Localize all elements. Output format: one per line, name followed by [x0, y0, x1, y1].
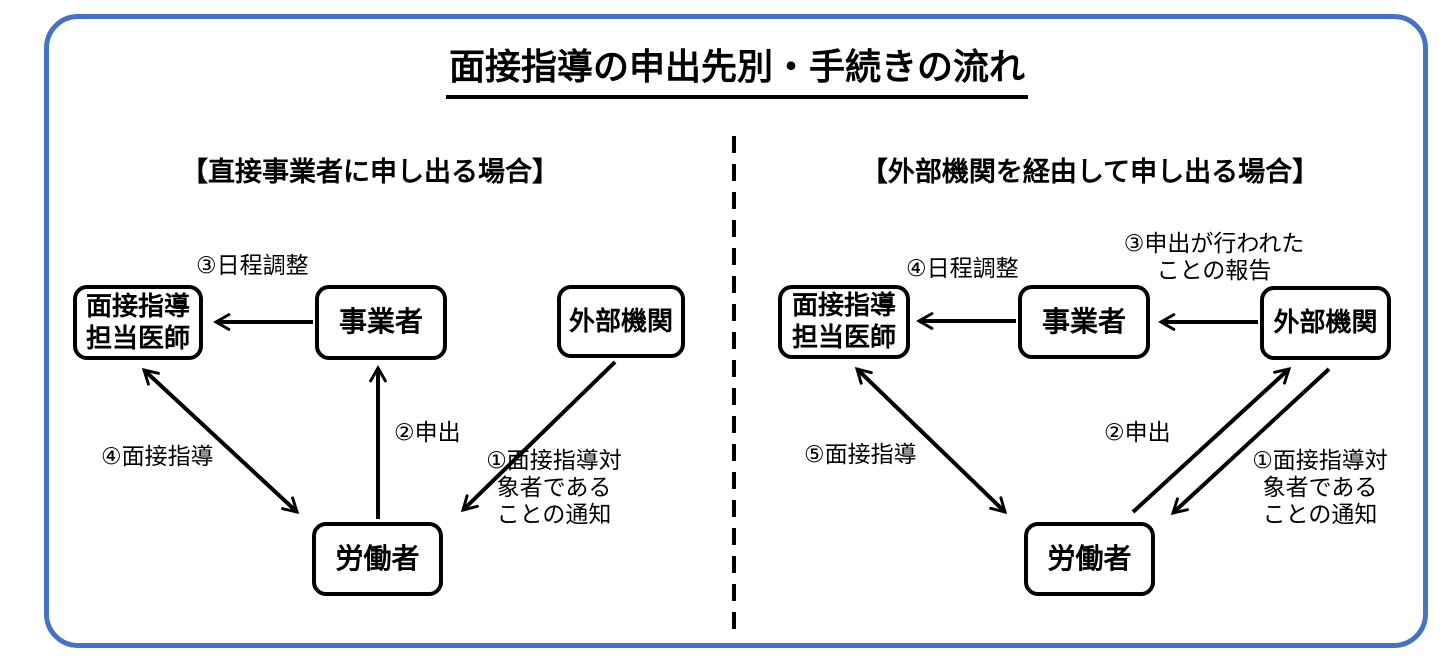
arrow-notice-right	[1170, 367, 1331, 516]
box-employer-right: 事業者	[1018, 285, 1150, 359]
arrow-interview-left	[141, 367, 300, 515]
label-apply-left: ②申出	[394, 419, 461, 445]
label-interview-right: ⑤面接指導	[804, 441, 917, 467]
label-schedule-right: ④日程調整	[906, 255, 1019, 281]
label-interview-left: ④面接指導	[101, 443, 214, 469]
box-doctor-left: 面接指導 担当医師	[73, 285, 203, 360]
left-panel-header: 【直接事業者に申し出る場合】	[181, 157, 559, 187]
label-schedule-left: ③日程調整	[196, 252, 309, 278]
box-external-org-right: 外部機関	[1260, 286, 1391, 360]
box-employer-left: 事業者	[315, 285, 447, 360]
label-report-right: ③申出が行われた ことの報告	[1123, 230, 1305, 284]
arrow-apply-right	[1131, 366, 1292, 514]
right-panel-header: 【外部機関を経由して申し出る場合】	[860, 157, 1320, 187]
label-notice-right: ①面接指導対 象者である ことの通知	[1252, 447, 1388, 528]
outer-border-frame	[44, 14, 1428, 648]
box-worker-left: 労働者	[312, 522, 443, 596]
box-external-org-left: 外部機関	[557, 285, 685, 358]
box-worker-right: 労働者	[1024, 522, 1155, 596]
label-notice-left: ①面接指導対 象者である ことの通知	[486, 447, 622, 528]
arrow-notice-left	[460, 360, 617, 513]
label-apply-right: ②申出	[1104, 419, 1171, 445]
arrow-interview-right	[854, 366, 1008, 515]
page-title: 面接指導の申出先別・手続きの流れ	[446, 38, 1028, 99]
box-doctor-right: 面接指導 担当医師	[778, 285, 910, 359]
